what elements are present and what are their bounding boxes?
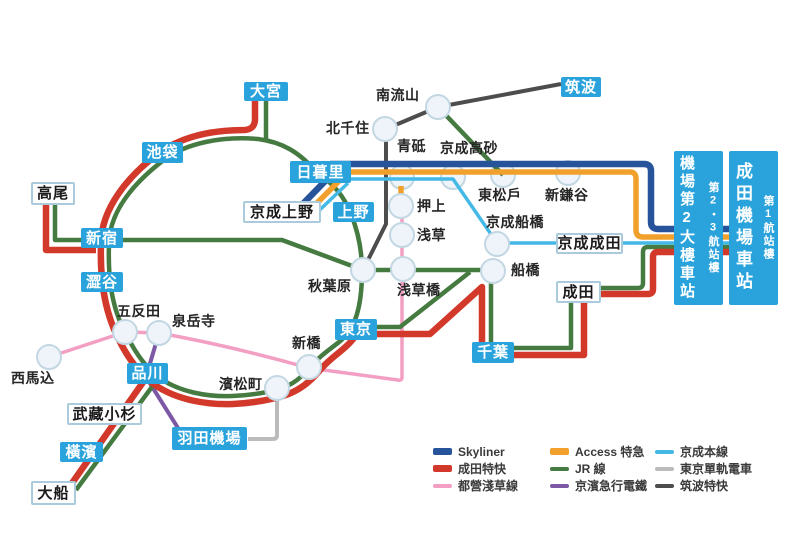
station-yokohama: 橫濱	[60, 442, 103, 462]
station-keisei-narita: 京成成田	[556, 233, 623, 254]
station-takao: 高尾	[31, 182, 75, 205]
station-keisei-ueno: 京成上野	[243, 201, 321, 223]
station-marker-shimbashi	[296, 354, 322, 380]
legend-item-keisei-main: 京成本線	[655, 443, 795, 460]
station-label-sengakuji: 泉岳寺	[172, 313, 216, 329]
line-skyliner-path-1	[330, 160, 736, 233]
legend-label-skyliner: Skyliner	[458, 444, 505, 459]
narita-express-color-swatch	[433, 465, 452, 472]
station-marker-minami-nagareyama	[425, 94, 451, 120]
station-narita: 成田	[556, 281, 601, 303]
station-label-minami-nagareyama: 南流山	[376, 87, 420, 103]
station-shibuya: 澀谷	[81, 272, 123, 292]
line-tokyo-monorail-path-0	[248, 390, 279, 441]
station-omiya: 大宮	[244, 82, 288, 101]
station-label-shin-kamagaya: 新鎌谷	[545, 187, 589, 203]
legend: Skyliner 成田特快都營淺草線 Access 特急 JR 線京濱急行電鐵 京成本線…	[433, 443, 795, 494]
legend-label-toei-asakusa: 都營淺草線	[458, 479, 519, 493]
station-marker-funabashi	[480, 258, 506, 284]
line-narita-express-path-3	[67, 376, 149, 488]
legend-item-jr: JR 線	[550, 460, 655, 477]
station-chiba: 千葉	[472, 342, 514, 363]
legend-label-jr: JR 線	[575, 462, 606, 476]
station-label-shimbashi: 新橋	[292, 335, 321, 351]
terminal1-terminal-name: 第1航站樓	[762, 195, 774, 261]
station-marker-gotanda	[112, 319, 138, 345]
station-marker-oshiage	[388, 193, 414, 219]
legend-label-access-express: Access 特急	[575, 445, 645, 459]
legend-label-tsukuba-express: 筑波特快	[680, 479, 729, 493]
legend-label-keikyu: 京濱急行電鐵	[575, 479, 648, 493]
station-ofuna: 大船	[31, 481, 76, 505]
terminal2-station-name: 機場第2大樓車站	[678, 155, 695, 301]
line-toei-asakusa-path-0	[48, 205, 404, 382]
station-ikebukuro: 池袋	[142, 142, 183, 163]
line-jr-path-4	[362, 270, 472, 330]
legend-label-keisei-main: 京成本線	[680, 445, 729, 459]
legend-item-keikyu: 京濱急行電鐵	[550, 477, 655, 494]
legend-item-access-express: Access 特急	[550, 443, 655, 460]
station-label-oshiage: 押上	[417, 198, 446, 214]
station-airport-terminal2: 機場第2大樓車站 第2・3航站樓	[674, 151, 723, 305]
legend-label-tokyo-monorail: 東京單軌電車	[680, 462, 753, 476]
station-haneda-airport: 羽田機場	[172, 427, 247, 450]
station-label-hamamatsucho: 濱松町	[219, 376, 263, 392]
line-jr-path-6	[601, 244, 736, 291]
legend-item-tokyo-monorail: 東京單軌電車	[655, 460, 795, 477]
line-access-express-path-1	[336, 169, 736, 240]
terminal2-terminal-name: 第2・3航站樓	[707, 181, 719, 275]
station-marker-asakusa	[389, 222, 415, 248]
station-label-keisei-funabashi: 京成船橋	[486, 214, 544, 230]
line-narita-express-path-2	[601, 248, 736, 298]
station-label-keisei-takasago: 京成高砂	[440, 140, 498, 156]
toei-asakusa-color-swatch	[433, 483, 452, 488]
station-tsukuba: 筑波	[561, 77, 601, 97]
station-label-asakusa: 浅草	[417, 227, 446, 243]
station-label-higashi-matsudo: 東松戶	[478, 187, 522, 203]
station-marker-sengakuji	[146, 320, 172, 346]
tokyo-monorail-color-swatch	[655, 466, 674, 471]
station-marker-nishi-magome	[36, 344, 62, 370]
station-marker-akihabara	[350, 257, 376, 283]
line-jr-path-8	[74, 378, 159, 492]
legend-item-tsukuba-express: 筑波特快	[655, 477, 795, 494]
tsukuba-express-color-swatch	[655, 483, 674, 488]
station-shinagawa: 品川	[127, 363, 168, 384]
station-label-funabashi: 船橋	[511, 262, 540, 278]
station-label-aoto: 青砥	[397, 138, 426, 154]
station-label-nishi-magome: 西馬込	[11, 370, 55, 386]
line-jr-path-5	[488, 271, 574, 351]
legend-item-narita-express: 成田特快	[433, 460, 550, 477]
station-label-asakusabashi: 浅草橋	[397, 282, 441, 298]
legend-item-skyliner: Skyliner	[433, 445, 550, 459]
station-marker-keisei-takasago	[440, 164, 466, 190]
station-tokyo: 東京	[335, 319, 377, 340]
station-ueno: 上野	[333, 202, 374, 222]
line-jr-path-2	[52, 200, 364, 273]
station-marker-aoto	[389, 164, 415, 190]
skyliner-color-swatch	[433, 448, 452, 455]
station-marker-kita-senju	[372, 116, 398, 142]
station-label-gotanda: 五反田	[117, 303, 161, 319]
station-musashi-kosugi: 武藏小杉	[67, 403, 142, 425]
keikyu-color-swatch	[550, 483, 569, 488]
access-express-color-swatch	[550, 448, 569, 455]
legend-label-narita-express: 成田特快	[458, 462, 507, 476]
station-marker-keisei-funabashi	[484, 231, 510, 257]
keisei-main-color-swatch	[655, 449, 674, 454]
station-narita-airport: 成田機場車站 第1航站樓	[729, 151, 778, 305]
station-marker-hamamatsucho	[264, 375, 290, 401]
legend-item-toei-asakusa: 都營淺草線	[433, 477, 550, 494]
station-marker-asakusabashi	[390, 256, 416, 282]
jr-color-swatch	[550, 466, 569, 471]
line-narita-express-path-0	[42, 200, 96, 254]
terminal1-station-name: 成田機場車站	[733, 162, 752, 294]
station-label-akihabara: 秋葉原	[308, 278, 352, 294]
station-shinjuku: 新宿	[81, 228, 123, 248]
station-label-kita-senju: 北千住	[326, 120, 370, 136]
station-nippori: 日暮里	[290, 161, 351, 183]
